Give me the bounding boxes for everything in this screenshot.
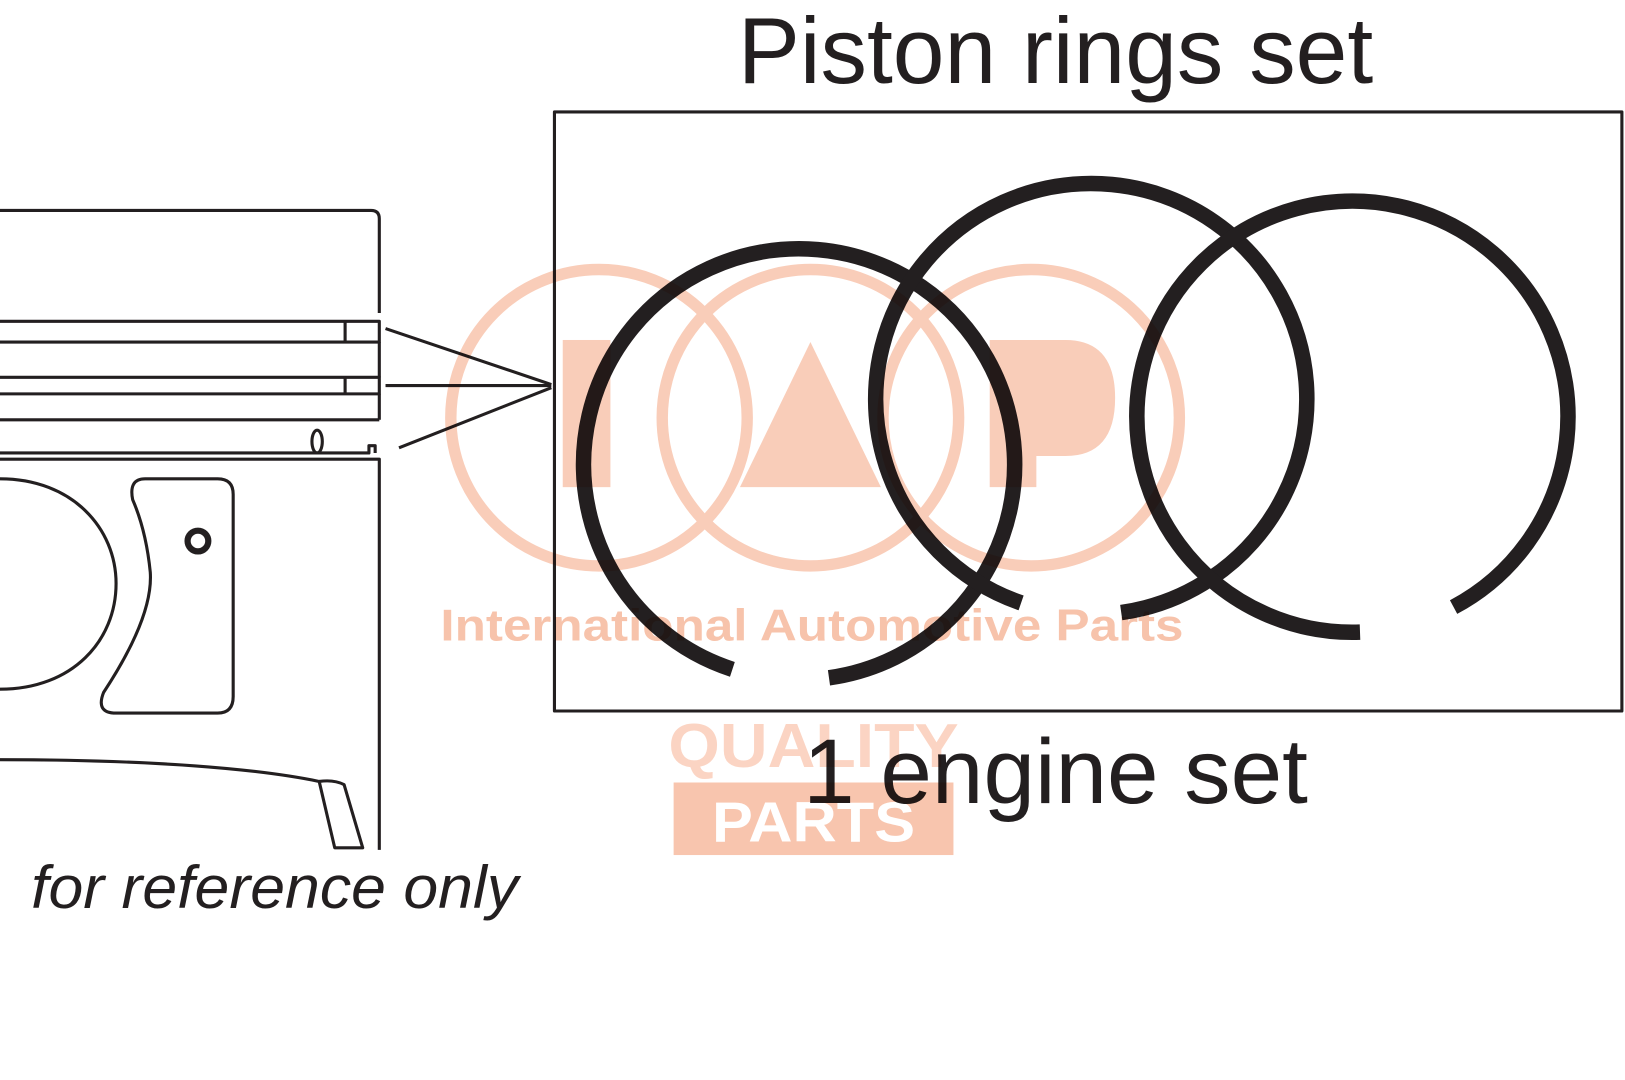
piston-ring-3 [1129,193,1576,640]
logo-letter-i [562,339,611,488]
diagram-title: Piston rings set [738,0,1373,103]
rings-set-frame [552,110,1624,713]
piston-ring-1 [575,241,1023,686]
reference-note: for reference only [31,854,522,921]
watermark-parts-text: PARTS [712,791,915,855]
piston-illustration [0,208,381,850]
piston-crown [0,208,381,314]
logo-letter-a [739,342,881,488]
oil-drain-hole [310,428,324,455]
skirt-bottom [0,758,365,850]
oil-ring-groove [0,418,380,455]
watermark-brand-text: International Automotive Parts [440,602,1183,651]
pin-hole [184,527,212,555]
top-ring-groove [0,319,381,344]
iap-watermark-logo: International Automotive Parts QUALITY P… [440,263,1186,856]
logo-circle-p [877,263,1186,572]
leader-line-oil-ring [398,386,552,450]
watermark-parts-badge [673,782,954,856]
logo-circle-i [445,263,753,572]
second-ring-groove [0,375,381,396]
skirt-cutout [99,477,235,715]
logo-letter-p [989,339,1116,488]
watermark-quality-text: QUALITY [668,712,958,781]
pin-boss [0,477,118,691]
logo-circle-a [656,263,965,572]
piston-skirt-edge [0,457,381,850]
